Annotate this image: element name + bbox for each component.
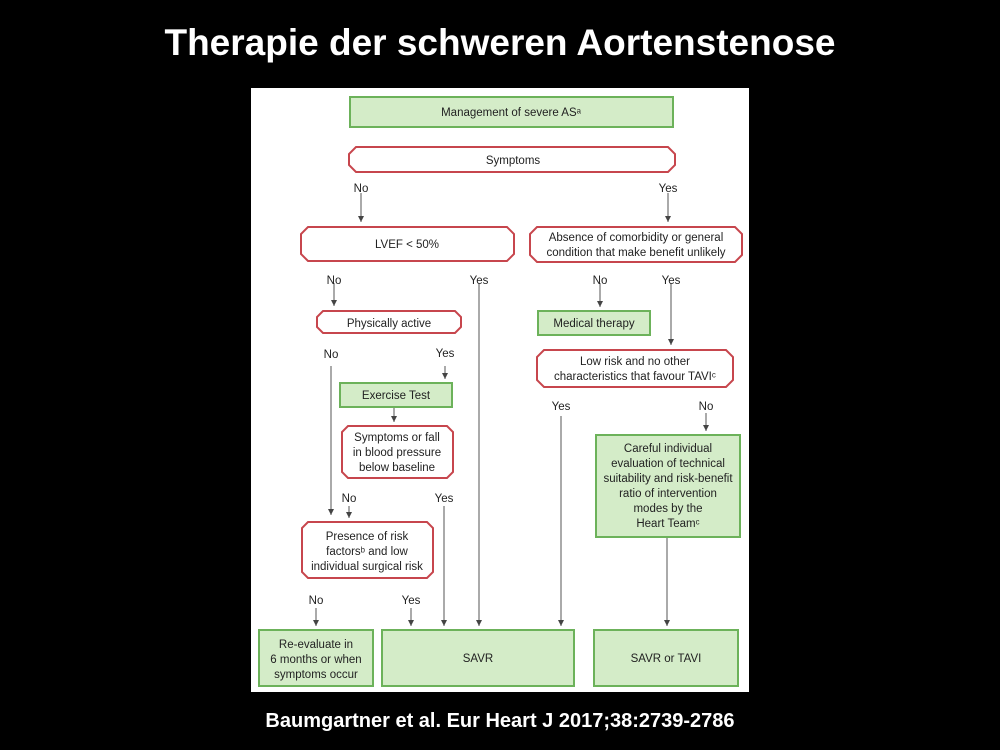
citation: Baumgartner et al. Eur Heart J 2017;38:2… <box>265 710 735 732</box>
label-comorbidity-no: No <box>593 275 608 287</box>
node-reevaluate-label-3: symptoms occur <box>274 669 358 681</box>
node-exercise-test-label: Exercise Test <box>362 390 431 402</box>
node-risk-factors <box>301 521 434 579</box>
node-risk-factors-label-3: individual surgical risk <box>311 561 423 573</box>
label-lowrisk-no: No <box>699 401 714 413</box>
label-active-no: No <box>324 349 339 361</box>
label-lvef-no: No <box>327 275 342 287</box>
node-savr-label: SAVR <box>463 653 493 665</box>
node-lvef <box>300 226 515 262</box>
label-symptoms-no: No <box>354 183 369 195</box>
node-management-label: Management of severe ASᵃ <box>441 107 582 119</box>
node-medical-therapy <box>537 310 651 336</box>
node-reevaluate-label-2: 6 months or when <box>270 654 361 666</box>
node-symptoms-fall-bp <box>341 425 454 479</box>
connectors <box>313 193 709 626</box>
node-reevaluate-label-1: Re-evaluate in <box>279 639 353 651</box>
label-symptoms-yes: Yes <box>659 183 678 195</box>
label-lvef-yes: Yes <box>470 275 489 287</box>
node-heart-team-label-5: modes by the <box>633 503 702 515</box>
label-fall-no: No <box>342 493 357 505</box>
slide-title: Therapie der schweren Aortenstenose <box>164 22 836 63</box>
node-low-risk <box>536 349 734 388</box>
node-heart-team-label-6: Heart Teamᶜ <box>636 518 699 530</box>
node-lvef-label: LVEF < 50% <box>375 239 439 251</box>
label-active-yes: Yes <box>436 348 455 360</box>
node-comorbidity-label-1: Absence of comorbidity or general <box>549 232 724 244</box>
node-reevaluate <box>258 629 374 687</box>
node-heart-team-evaluation <box>595 434 741 538</box>
label-risk-no: No <box>309 595 324 607</box>
node-savr-or-tavi <box>593 629 739 687</box>
node-low-risk-label-1: Low risk and no other <box>580 356 690 368</box>
node-savr <box>381 629 575 687</box>
node-physically-active-label: Physically active <box>347 318 431 330</box>
node-comorbidity <box>529 226 743 263</box>
node-symptoms <box>348 146 676 173</box>
node-heart-team-label-1: Careful individual <box>624 443 712 455</box>
node-savr-or-tavi-label: SAVR or TAVI <box>631 653 702 665</box>
label-fall-yes: Yes <box>435 493 454 505</box>
node-symptoms-fall-bp-label-1: Symptoms or fall <box>354 432 440 444</box>
label-risk-yes: Yes <box>402 595 421 607</box>
node-risk-factors-label-1: Presence of risk <box>326 531 409 543</box>
node-medical-therapy-label: Medical therapy <box>553 318 634 330</box>
node-physically-active <box>316 310 462 334</box>
node-heart-team-label-2: evaluation of technical <box>611 458 725 470</box>
node-management <box>349 96 674 128</box>
label-comorbidity-yes: Yes <box>662 275 681 287</box>
node-heart-team-label-3: suitability and risk-benefit <box>603 473 733 485</box>
node-symptoms-fall-bp-label-2: in blood pressure <box>353 447 441 459</box>
node-exercise-test <box>339 382 453 408</box>
flowchart: Management of severe ASᵃ Symptoms No Yes… <box>258 96 743 687</box>
label-lowrisk-yes: Yes <box>552 401 571 413</box>
node-comorbidity-label-2: condition that make benefit unlikely <box>547 247 726 259</box>
node-symptoms-label: Symptoms <box>486 155 541 167</box>
node-heart-team-label-4: ratio of intervention <box>619 488 717 500</box>
node-risk-factors-label-2: factorsᵇ and low <box>326 546 408 558</box>
node-low-risk-label-2: characteristics that favour TAVIᶜ <box>554 371 716 383</box>
flowchart-panel: Management of severe ASᵃ Symptoms No Yes… <box>251 88 749 692</box>
node-symptoms-fall-bp-label-3: below baseline <box>359 462 435 474</box>
